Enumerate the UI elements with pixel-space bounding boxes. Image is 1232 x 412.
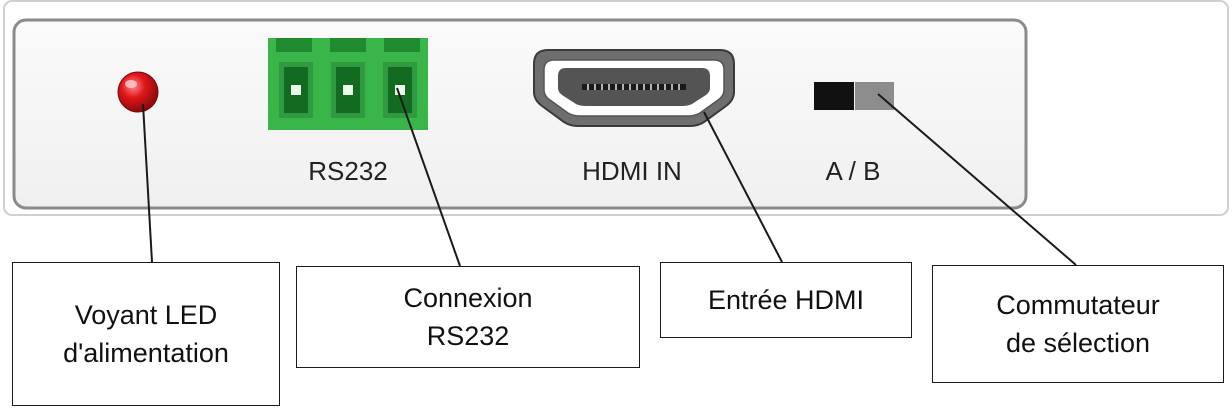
callout-rs232-line2: RS232 (426, 321, 510, 351)
callout-hdmi-line1: Entrée HDMI (707, 285, 865, 315)
rs232-port-label: RS232 (308, 156, 388, 186)
leader-line-switch (877, 93, 1077, 266)
leader-line-led (142, 103, 153, 263)
slide-switch-icon (814, 82, 894, 110)
power-led-icon (117, 71, 159, 113)
switch-port-label: A / B (826, 156, 881, 186)
callout-hdmi-input: Entrée HDMI (660, 262, 912, 338)
callout-power-led-line2: d'alimentation (63, 338, 229, 368)
callout-switch-line1: Commutateur (996, 290, 1160, 320)
terminal-pin-3 (383, 62, 417, 118)
callout-switch-line2: de sélection (1005, 328, 1151, 358)
callout-power-led-line1: Voyant LED (74, 300, 218, 330)
terminal-pin-1 (279, 62, 313, 118)
terminal-block-icon (268, 38, 428, 130)
terminal-pin-2 (331, 62, 365, 118)
hdmi-port-icon (533, 49, 735, 127)
leader-line-hdmi (703, 111, 783, 263)
callout-rs232-connection: Connexion RS232 (296, 266, 640, 368)
callout-power-led: Voyant LED d'alimentation (12, 262, 280, 406)
leader-line-rs232 (396, 87, 461, 267)
callout-rs232-line1: Connexion (403, 283, 533, 313)
callout-selection-switch: Commutateur de sélection (932, 265, 1224, 383)
hdmi-in-port-label: HDMI IN (582, 156, 682, 186)
